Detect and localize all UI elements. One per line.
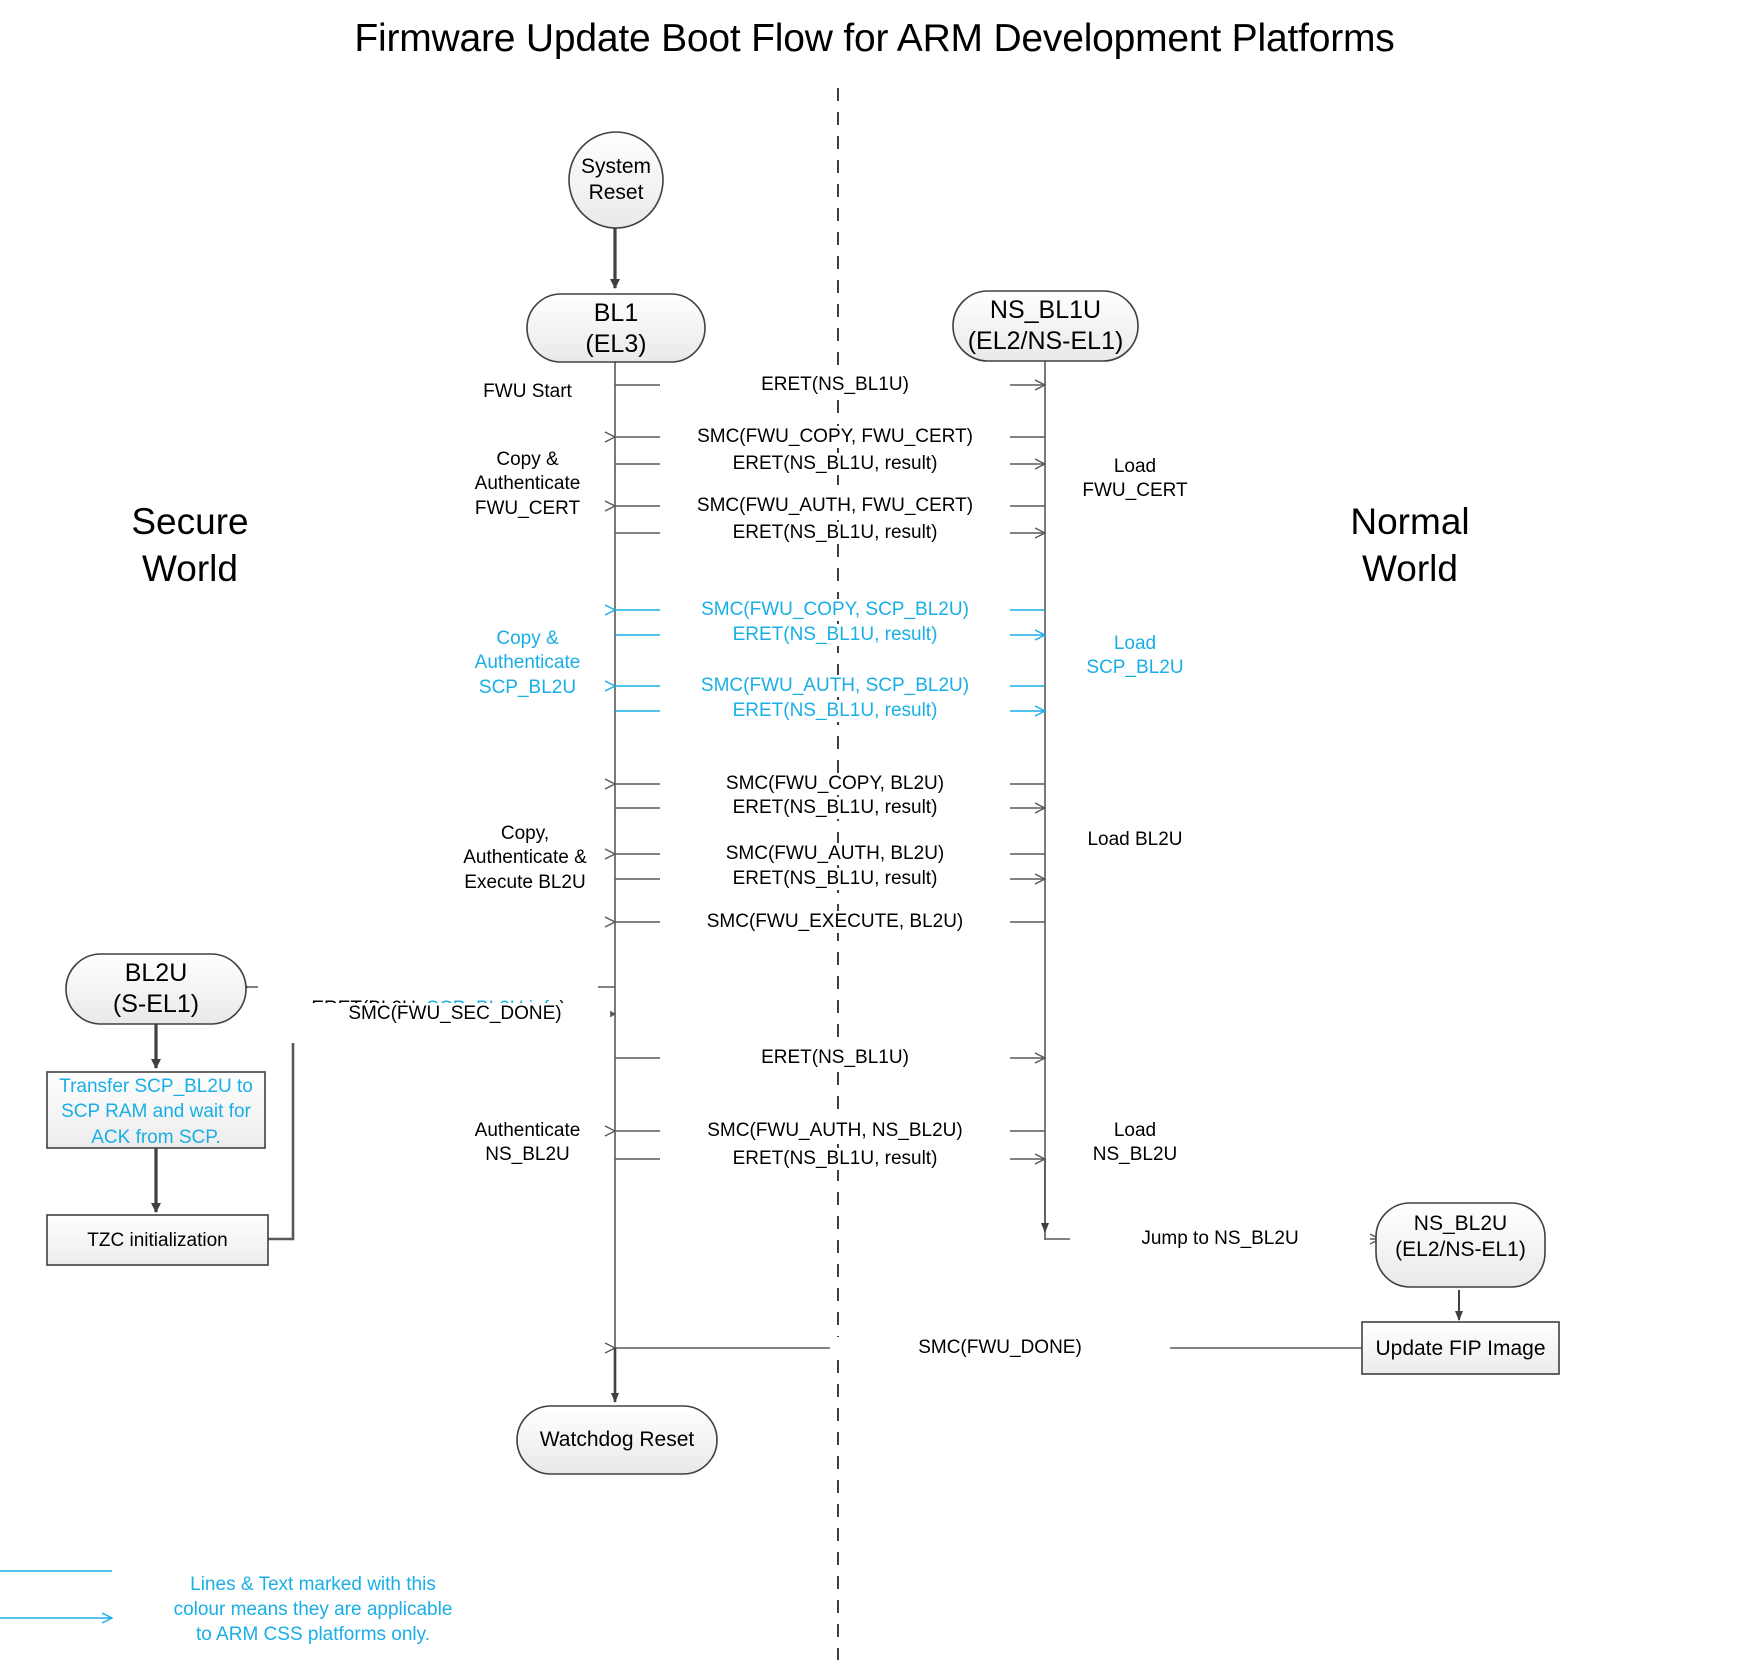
msg-label-m16: SMC(FWU_AUTH, NS_BL2U) (660, 1120, 1010, 1143)
node-bl2u-label[interactable]: BL2U (S-EL1) (112, 959, 200, 1019)
msg-label-m5: ERET(NS_BL1U, result) (660, 522, 1010, 545)
node-tzc-shape (46, 1214, 269, 1266)
msg-label-m8: SMC(FWU_AUTH, SCP_BL2U) (660, 675, 1010, 698)
side-label-copy-auth-exec-bl2u: Copy, Authenticate & Execute BL2U (463, 823, 587, 893)
node-transfer-scp-label[interactable]: Transfer SCP_BL2U to SCP RAM and wait fo… (59, 1076, 253, 1148)
node-bl2u-shape (65, 953, 247, 1025)
node-transfer-scp-shape (46, 1071, 266, 1149)
msg-label-m13: ERET(NS_BL1U, result) (660, 868, 1010, 891)
normal-world-label: Normal World (1350, 501, 1470, 590)
side-label-authenticate-ns-bl2u: Authenticate NS_BL2U (474, 1120, 581, 1166)
side-label-load-scp-bl2u: Load SCP_BL2U (1086, 633, 1184, 679)
msg-label-m6: SMC(FWU_COPY, SCP_BL2U) (660, 599, 1010, 622)
msg-label-m11: ERET(NS_BL1U, result) (660, 797, 1010, 820)
msg-label-m7: ERET(NS_BL1U, result) (660, 624, 1010, 647)
node-bl1-shape (526, 293, 706, 363)
node-watchdog-label[interactable]: Watchdog Reset (539, 1428, 695, 1451)
node-ns-bl2u-label[interactable]: NS_BL2U (EL2/NS-EL1) (1395, 1212, 1526, 1262)
side-label-load-ns-bl2u: Load NS_BL2U (1092, 1120, 1178, 1166)
msg-label-smc-fwu-sec-done: SMC(FWU_SEC_DONE) (300, 1003, 610, 1026)
msg-label-m1: ERET(NS_BL1U) (660, 374, 1010, 397)
side-label-fwu-start: FWU Start (483, 381, 572, 402)
secure-world-label: Secure World (131, 501, 249, 590)
legend-label: Lines & Text marked with this colour mea… (173, 1574, 453, 1646)
node-tzc-label[interactable]: TZC initialization (87, 1230, 228, 1251)
msg-label-m14: SMC(FWU_EXECUTE, BL2U) (660, 911, 1010, 934)
msg-label-m12: SMC(FWU_AUTH, BL2U) (660, 843, 1010, 866)
msg-label-m9: ERET(NS_BL1U, result) (660, 700, 1010, 723)
msg-label-jump-to-ns-bl2u: Jump to NS_BL2U (1070, 1228, 1370, 1251)
node-ns-bl2u-shape (1375, 1202, 1546, 1288)
side-label-load-bl2u: Load BL2U (1087, 829, 1183, 850)
msg-label-m4: SMC(FWU_AUTH, FWU_CERT) (660, 495, 1010, 518)
msg-label-m17: ERET(NS_BL1U, result) (660, 1148, 1010, 1171)
msg-label-m15: ERET(NS_BL1U) (660, 1047, 1010, 1070)
node-watchdog-shape (516, 1405, 718, 1475)
node-update-fip-shape (1361, 1321, 1560, 1375)
side-label-load-fwu-cert: Load FWU_CERT (1082, 456, 1188, 502)
node-ns-bl1u-shape (952, 290, 1139, 362)
msg-label-m10: SMC(FWU_COPY, BL2U) (660, 773, 1010, 796)
node-update-fip-label[interactable]: Update FIP Image (1375, 1337, 1546, 1360)
page-title: Firmware Update Boot Flow for ARM Develo… (354, 17, 1395, 60)
node-ns-bl1u-label[interactable]: NS_BL1U (EL2/NS-EL1) (967, 296, 1124, 356)
node-bl1-label[interactable]: BL1 (EL3) (585, 299, 647, 359)
msg-label-smc-fwu-done: SMC(FWU_DONE) (830, 1337, 1170, 1360)
node-system-reset-label[interactable]: System Reset (580, 155, 651, 205)
node-system-reset-shape (568, 131, 664, 229)
msg-label-m2: SMC(FWU_COPY, FWU_CERT) (660, 426, 1010, 449)
side-label-copy-auth-fwu-cert: Copy & Authenticate FWU_CERT (474, 449, 581, 519)
msg-label-m3: ERET(NS_BL1U, result) (660, 453, 1010, 476)
side-label-copy-auth-scp-bl2u: Copy & Authenticate SCP_BL2U (474, 628, 581, 698)
